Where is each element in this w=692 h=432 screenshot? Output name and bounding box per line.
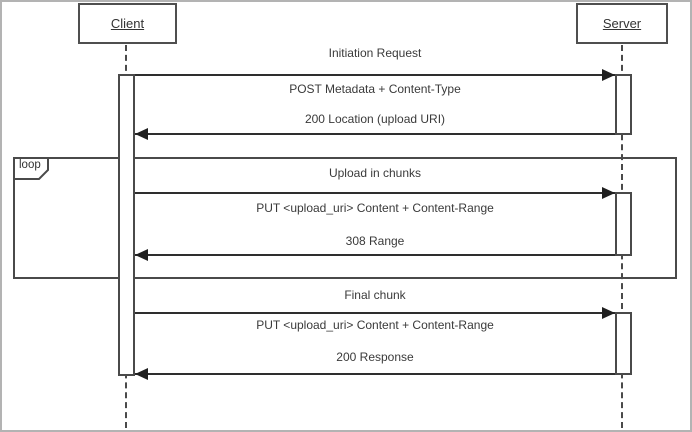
arrowhead-left-icon — [135, 128, 148, 140]
arrowhead-left-icon — [135, 249, 148, 261]
response-arrow-1 — [135, 128, 615, 140]
arrow-line — [135, 312, 615, 314]
loop-operator-tag: loop — [13, 157, 49, 180]
loop-pentagon-icon — [13, 157, 49, 180]
client-activation-bar — [118, 74, 135, 376]
section-title-2: Upload in chunks — [328, 166, 422, 180]
server-activation-bar-1 — [615, 74, 632, 135]
loop-fragment-frame: loop — [13, 157, 677, 279]
server-activation-bar-3 — [615, 312, 632, 375]
loop-operator-label: loop — [19, 159, 41, 171]
request-label-3: PUT <upload_uri> Content + Content-Range — [256, 318, 494, 332]
request-label-2: PUT <upload_uri> Content + Content-Range — [256, 201, 494, 215]
response-arrow-2 — [135, 249, 615, 261]
response-label-2: 308 Range — [345, 234, 405, 248]
arrow-line — [135, 192, 615, 194]
request-arrow-1 — [135, 69, 615, 81]
request-arrow-2 — [135, 187, 615, 199]
server-activation-bar-2 — [615, 192, 632, 256]
section-title-3: Final chunk — [344, 288, 406, 302]
arrow-line — [135, 74, 615, 76]
section-title-1: Initiation Request — [328, 46, 422, 60]
actor-label-client: Client — [110, 16, 145, 31]
actor-box-server: Server — [576, 3, 668, 44]
request-arrow-3 — [135, 307, 615, 319]
response-arrow-3 — [135, 368, 615, 380]
arrow-line — [135, 133, 615, 135]
request-label-1: POST Metadata + Content-Type — [289, 82, 461, 96]
arrowhead-right-icon — [602, 69, 615, 81]
arrow-line — [135, 254, 615, 256]
arrow-line — [135, 373, 615, 375]
actor-box-client: Client — [78, 3, 177, 44]
response-label-1: 200 Location (upload URI) — [304, 112, 446, 126]
actor-label-server: Server — [602, 16, 642, 31]
response-label-3: 200 Response — [336, 350, 414, 364]
arrowhead-right-icon — [602, 307, 615, 319]
arrowhead-left-icon — [135, 368, 148, 380]
arrowhead-right-icon — [602, 187, 615, 199]
